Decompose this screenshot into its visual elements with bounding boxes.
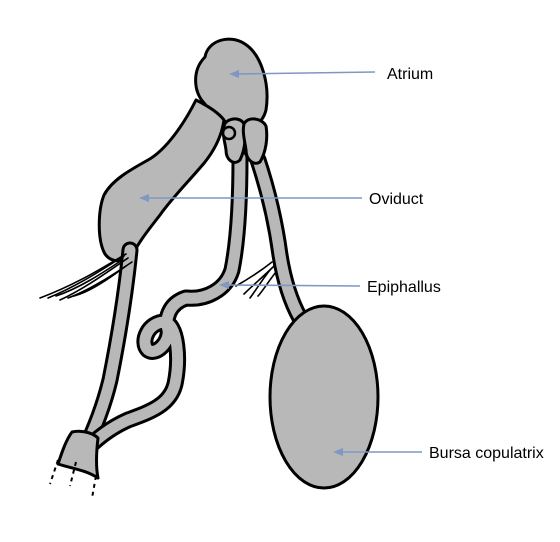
oviduct-shape xyxy=(97,98,226,263)
epiphallus-retractor-muscle xyxy=(235,261,277,299)
bursa-stalk-fill xyxy=(252,154,306,324)
atrium-label: Atrium xyxy=(387,66,433,83)
oviduct-retractor-muscle xyxy=(39,253,133,301)
bursa-copulatrix-shape xyxy=(268,304,380,490)
epiphallus-label: Epiphallus xyxy=(367,279,441,296)
bursa-copulatrix-leader-head xyxy=(333,448,343,456)
oviduct-leader-head xyxy=(139,194,149,202)
epiphallus-leader-head xyxy=(219,281,229,289)
atrium-lobe-left xyxy=(221,117,247,164)
vagina-duct-fill xyxy=(79,244,136,456)
epiphallus-leader xyxy=(225,284,361,287)
genital-pore-dash-right xyxy=(91,475,97,499)
genital-pore-shape xyxy=(56,429,100,480)
atrium-lobe-right xyxy=(241,117,269,165)
bursa-copulatrix-label: Bursa copulatrix xyxy=(429,445,544,462)
genital-pore-dash-left xyxy=(49,459,59,485)
epiphallus-duct-fill xyxy=(78,152,246,458)
oviduct-label: Oviduct xyxy=(369,191,424,208)
atrium-leader-head xyxy=(229,70,239,78)
atrium-lobe-knob xyxy=(221,125,237,141)
atrium-leader xyxy=(235,71,376,75)
